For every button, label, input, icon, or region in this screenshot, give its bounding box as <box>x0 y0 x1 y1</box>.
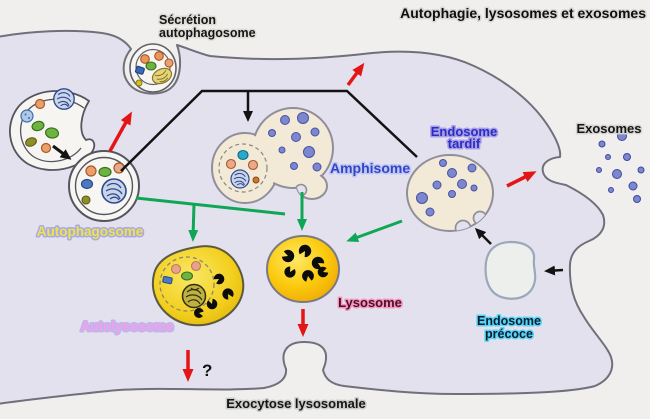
cargo-green <box>145 61 157 71</box>
phagophore <box>9 88 96 171</box>
cargo-yellow <box>135 79 143 87</box>
phagophore-cargo <box>20 98 60 154</box>
green-arrows <box>135 192 403 242</box>
cargo-orange-small <box>252 176 260 184</box>
autolysosome-dashed-membrane <box>159 256 215 312</box>
mitochondrion-cargo <box>230 169 250 189</box>
label-endosome-tardif-line1: Endosome <box>431 124 497 139</box>
amphisome <box>211 107 334 204</box>
degrading-mitochondrion <box>181 283 207 309</box>
cargo-salmon <box>170 263 182 275</box>
exosome-dots <box>596 131 645 203</box>
endosome-tardif <box>406 154 494 232</box>
label-endosome-tardif-line2: tardif <box>448 136 481 151</box>
label-lysosome: Lysosome <box>338 295 402 310</box>
label-secretion-line2: autophagosome <box>159 26 256 40</box>
amphisome-autophagic-cargo <box>225 149 260 189</box>
arrow-phagophore-to-autophagosome <box>52 144 72 160</box>
endosome-precoce <box>484 240 537 300</box>
cargo-orange <box>247 159 259 171</box>
autophagosome-cargo <box>80 162 127 205</box>
arrow-to-autolysosome <box>188 203 199 242</box>
label-exocytose: Exocytose lysosomale <box>226 396 365 411</box>
vesicle-dot <box>24 113 27 116</box>
secreted-vesicle-cargo <box>135 51 174 87</box>
label-endosome-precoce-line2: précoce <box>485 327 533 341</box>
cargo-salmon <box>190 260 202 272</box>
autophagosome <box>68 150 140 222</box>
cargo-green <box>31 120 45 132</box>
amphisome-ilv-dots <box>268 112 322 172</box>
arrow-amphisome-secretion <box>346 62 365 87</box>
arrow-membrane-to-endosome-precoce <box>544 265 564 276</box>
protein-aggregate <box>53 88 75 110</box>
cell-membrane <box>0 29 614 405</box>
mitochondrion-cargo <box>151 67 173 85</box>
amphisome-dashed-membrane <box>218 143 268 193</box>
arrow-precoce-to-tardif <box>474 227 492 245</box>
endosome-tardif-dots <box>416 159 478 217</box>
arrow-exosome-release <box>506 171 537 188</box>
mitochondrion-cargo <box>101 178 127 204</box>
cargo-olive <box>81 195 91 205</box>
cargo-orange <box>85 165 97 177</box>
cargo-green <box>98 166 112 178</box>
autolysosome <box>152 245 245 327</box>
cargo-orange <box>40 142 52 154</box>
cargo-teal <box>237 149 249 161</box>
cargo-blue <box>135 65 145 75</box>
cargo-olive <box>25 137 37 147</box>
cargo-orange <box>154 51 164 61</box>
label-question-mark: ? <box>202 361 212 380</box>
cargo-blue <box>80 178 94 190</box>
cargo-blue <box>162 276 173 285</box>
blue-vesicle <box>20 109 34 123</box>
vesicle-dot <box>28 117 30 119</box>
red-arrows <box>108 62 537 382</box>
diagram-title: Autophagie, lysosomes et exosomes <box>400 5 646 21</box>
label-secretion-line1: Sécrétion <box>159 13 216 27</box>
label-endosome-precoce-line1: Endosome <box>477 314 541 328</box>
cargo-orange <box>225 158 237 170</box>
arrow-autophagosome-secretion <box>108 111 132 152</box>
cargo-green <box>44 127 60 139</box>
cargo-orange <box>164 58 174 68</box>
lysosome <box>266 235 340 303</box>
label-autophagosome: Autophagosome <box>37 224 144 239</box>
secreted-autophagosome <box>129 43 177 93</box>
cargo-green <box>180 271 194 281</box>
label-autolysosome: Autolysosome <box>80 319 174 334</box>
autolysosome-cargo <box>162 260 207 309</box>
fusion-connector-line <box>120 89 418 172</box>
label-exosomes: Exosomes <box>576 121 641 136</box>
cargo-orange <box>34 98 46 110</box>
cargo-orange <box>140 54 150 64</box>
black-arrows <box>52 89 564 276</box>
label-amphisome: Amphisome <box>330 160 410 176</box>
green-line-autophagosome-branch <box>135 196 286 216</box>
autophagosome-inner-membrane <box>74 156 134 216</box>
arrow-tardif-to-lysosome <box>346 219 403 242</box>
